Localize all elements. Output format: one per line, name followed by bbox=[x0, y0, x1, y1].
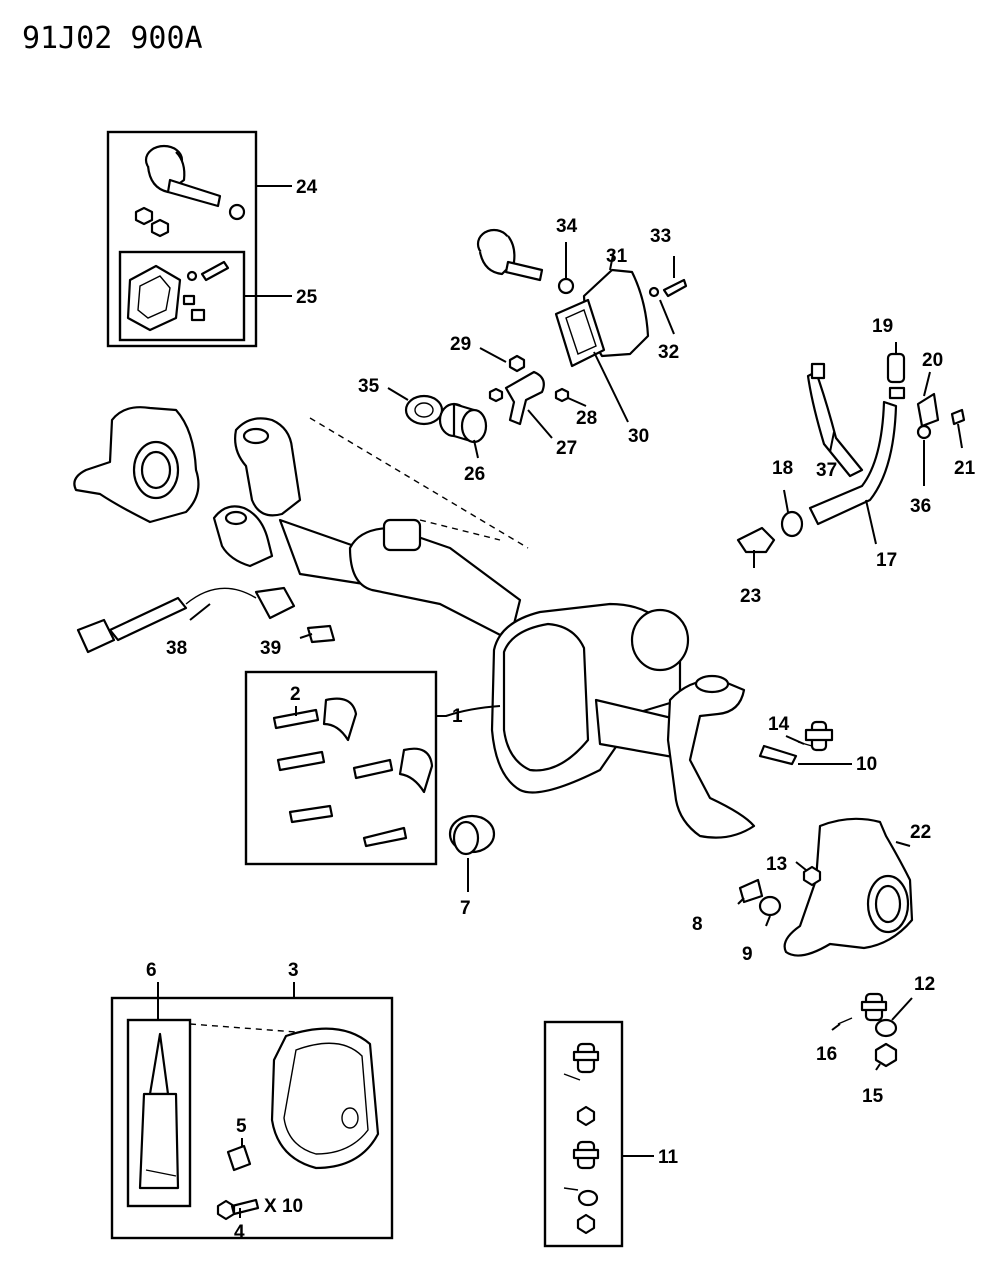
callout-7: 7 bbox=[460, 898, 471, 919]
vent-hose-17 bbox=[736, 352, 966, 554]
box-11 bbox=[543, 1020, 624, 1248]
callout-14: 14 bbox=[768, 714, 790, 735]
sealant-tube-6 bbox=[138, 1032, 180, 1190]
callout-31: 31 bbox=[606, 246, 628, 267]
callout-16: 16 bbox=[816, 1044, 837, 1065]
callout-23: 23 bbox=[740, 586, 761, 607]
cotter-pin-16 bbox=[837, 1017, 853, 1025]
callout-9: 9 bbox=[742, 944, 753, 965]
adjusting-sleeve-8 bbox=[738, 878, 764, 904]
fill-plug-5 bbox=[226, 1144, 252, 1172]
callout-24: 24 bbox=[296, 177, 318, 198]
shift-motor-31 bbox=[476, 228, 688, 368]
axle-housing bbox=[212, 417, 756, 839]
seal-35 bbox=[404, 394, 444, 426]
callout-22: 22 bbox=[910, 822, 931, 843]
nut-15 bbox=[874, 1042, 898, 1068]
callout-37: 37 bbox=[816, 460, 837, 481]
callout-30: 30 bbox=[628, 426, 649, 447]
diff-cover-3 bbox=[270, 1027, 380, 1170]
callout-12: 12 bbox=[914, 974, 935, 995]
cover-bolt-4 bbox=[216, 1198, 260, 1221]
steering-knuckle-right bbox=[783, 817, 914, 957]
box-3 bbox=[110, 996, 394, 1240]
callout-20: 20 bbox=[922, 350, 943, 371]
callout-10: 10 bbox=[856, 754, 877, 775]
callout-36: 36 bbox=[910, 496, 931, 517]
box-1 bbox=[244, 670, 438, 866]
callout-15: 15 bbox=[862, 1086, 884, 1107]
axle-shaft-24 bbox=[134, 144, 246, 238]
callout-34: 34 bbox=[556, 216, 578, 237]
callout-18: 18 bbox=[772, 458, 793, 479]
ball-joint-kit-11 bbox=[563, 1042, 600, 1235]
callout-5: 5 bbox=[236, 1116, 247, 1137]
quantity-multiplier: X 10 bbox=[264, 1196, 303, 1217]
callout-19: 19 bbox=[872, 316, 893, 337]
callout-1: 1 bbox=[452, 706, 463, 727]
nut-13 bbox=[802, 865, 822, 887]
nut-9 bbox=[758, 895, 782, 917]
steering-knuckle-left bbox=[73, 406, 200, 524]
callout-17: 17 bbox=[876, 550, 897, 571]
gasket-kit-25 bbox=[126, 260, 230, 332]
bolt-10 bbox=[758, 744, 798, 766]
callout-29: 29 bbox=[450, 334, 471, 355]
shift-fork-27 bbox=[488, 354, 570, 426]
callout-35: 35 bbox=[358, 376, 380, 397]
box-24 bbox=[106, 130, 258, 348]
callout-8: 8 bbox=[692, 914, 703, 935]
callout-25: 25 bbox=[296, 287, 318, 308]
bearing-7 bbox=[448, 814, 496, 856]
bearing-cap-kit bbox=[272, 697, 434, 848]
callout-38: 38 bbox=[166, 638, 187, 659]
diagram-code: 91J02 900A bbox=[22, 21, 203, 56]
callout-labels: 24 25 1 2 3 4 5 6 7 8 9 10 11 12 13 14 1… bbox=[146, 177, 976, 1243]
callout-26: 26 bbox=[464, 464, 485, 485]
abs-sensor-38 bbox=[76, 586, 336, 654]
collar-26 bbox=[438, 402, 488, 444]
ball-joint-12 bbox=[860, 992, 898, 1038]
callout-21: 21 bbox=[954, 458, 976, 479]
callout-6: 6 bbox=[146, 960, 157, 981]
callout-13: 13 bbox=[766, 854, 787, 875]
callout-3: 3 bbox=[288, 960, 299, 981]
leader-lines bbox=[157, 185, 963, 1218]
ball-joint-14 bbox=[797, 720, 834, 752]
callout-2: 2 bbox=[290, 684, 301, 705]
callout-4: 4 bbox=[234, 1222, 245, 1243]
callout-11: 11 bbox=[658, 1147, 679, 1168]
callout-28: 28 bbox=[576, 408, 597, 429]
callout-33: 33 bbox=[650, 226, 671, 247]
callout-27: 27 bbox=[556, 438, 577, 459]
callout-32: 32 bbox=[658, 342, 679, 363]
callout-39: 39 bbox=[260, 638, 281, 659]
